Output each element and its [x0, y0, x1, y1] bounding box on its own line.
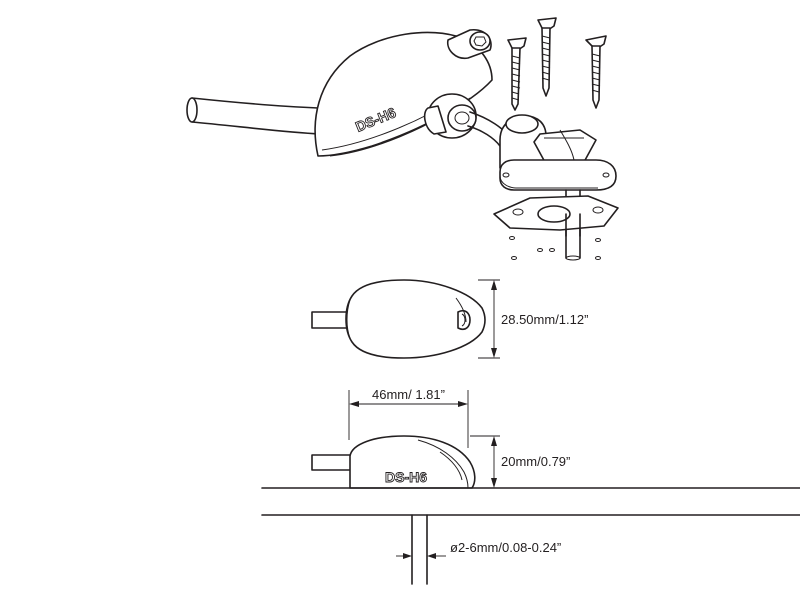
top-view-housing	[345, 279, 486, 359]
side-view-cable	[311, 454, 353, 471]
mounting-screw-1	[507, 37, 527, 111]
top-view: 28.50mm/1.12”	[311, 279, 588, 359]
side-view-housing	[349, 435, 476, 489]
lower-plate	[493, 195, 619, 237]
mounting-screw-3	[585, 35, 607, 109]
side-view-logo: DS-H6	[385, 469, 427, 485]
cable	[191, 97, 321, 135]
upper-plate	[499, 159, 617, 191]
top-view-cable	[311, 311, 351, 329]
dim-cable-diameter-label: ø2-6mm/0.08-0.24”	[450, 540, 561, 555]
cable-gland	[499, 114, 597, 171]
hole-markers	[509, 236, 601, 260]
top-screw	[446, 29, 492, 60]
side-view: 46mm/ 1.81” DS-H6 20mm/0.79” ø2-6mm/0.08…	[261, 387, 800, 585]
mounting-screw-2	[537, 17, 557, 97]
dim-height-label: 20mm/0.79”	[501, 454, 570, 469]
dim-length-label: 46mm/ 1.81”	[372, 387, 445, 402]
dim-width-label: 28.50mm/1.12”	[501, 312, 588, 327]
exploded-view: DS-H6	[186, 17, 619, 261]
grommet	[423, 93, 477, 139]
